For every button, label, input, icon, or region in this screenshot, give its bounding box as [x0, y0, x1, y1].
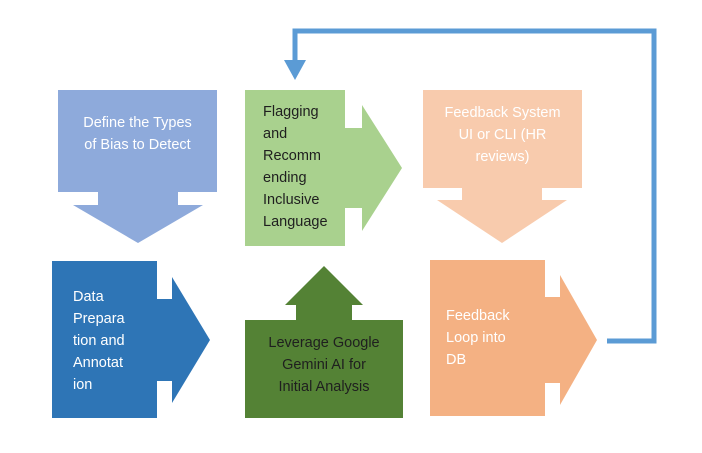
- feedback-system-label: Feedback System UI or CLI (HR reviews): [444, 105, 561, 165]
- define-bias-shape: [58, 90, 217, 243]
- feedback-loop-shape: [430, 260, 597, 416]
- flagging-shape: [245, 90, 402, 246]
- flagging-label: Flagging and Recomm ending Inclusive Lan…: [263, 104, 328, 230]
- loop-connector-line: [292, 28, 657, 344]
- gemini-shape: [245, 266, 403, 418]
- data-prep-label: Data Prepara tion and Annotat ion: [73, 289, 125, 393]
- feedback-loop-label: Feedback Loop into DB: [446, 308, 510, 368]
- define-bias-label: Define the Types of Bias to Detect: [83, 115, 192, 153]
- loop-connector-arrowhead: [284, 60, 306, 80]
- feedback-system-shape: [423, 90, 582, 243]
- gemini-label: Leverage Google Gemini AI for Initial An…: [268, 335, 380, 395]
- data-prep-shape: [52, 261, 210, 418]
